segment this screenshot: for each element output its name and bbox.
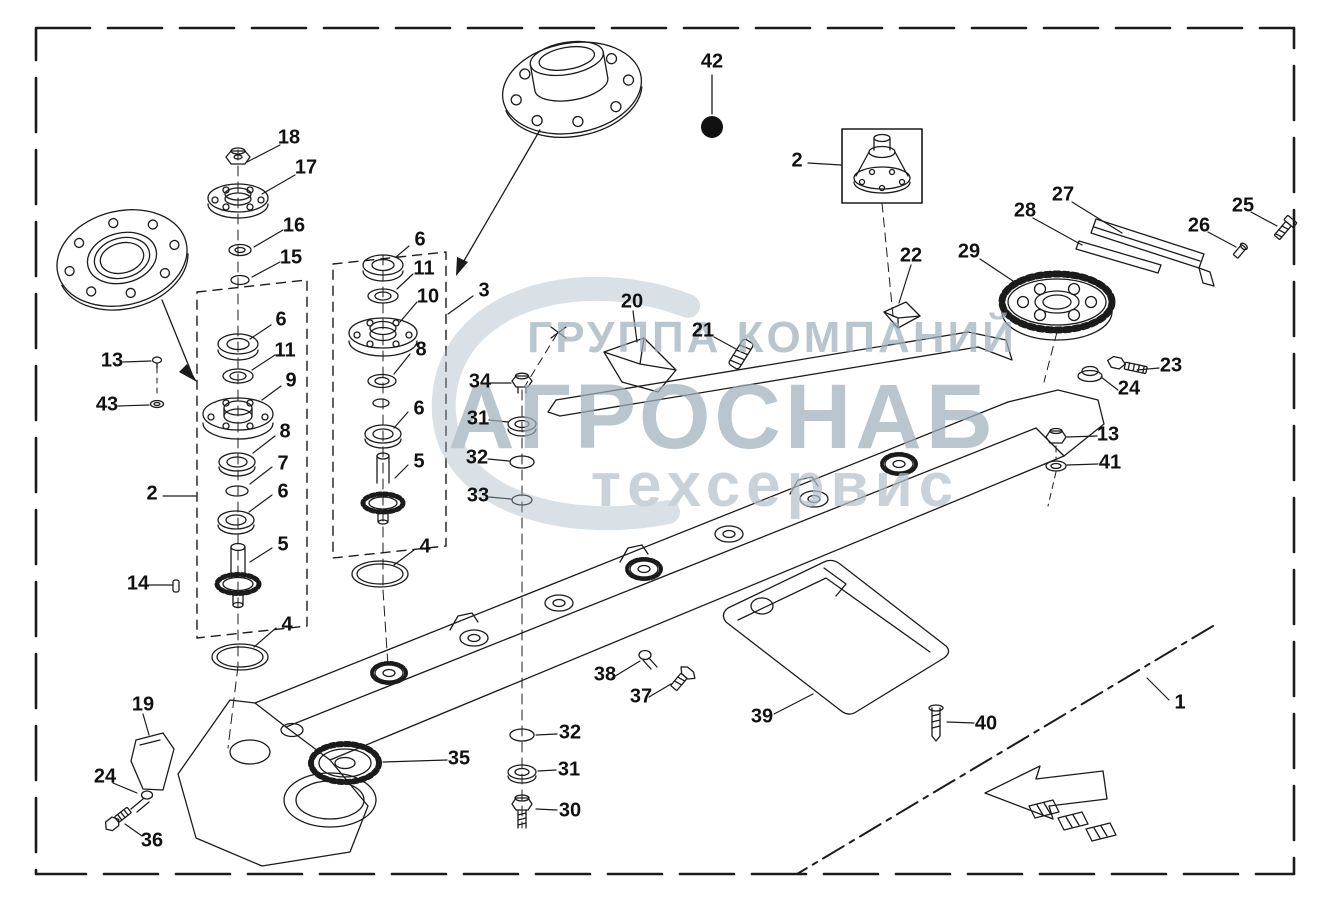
callout-2-top: 2	[791, 149, 803, 172]
callout-4-a: 4	[419, 535, 431, 558]
watermark-line1: ГРУППА КОМПАНИЙ	[527, 311, 1017, 362]
callout-15: 15	[279, 246, 303, 269]
callout-22: 22	[899, 244, 923, 267]
watermark-line2: АГРОСНАБ	[448, 366, 996, 468]
marker-dot-42	[701, 74, 723, 138]
callout-37: 37	[629, 685, 653, 708]
leader-lines	[112, 144, 1278, 837]
flange-plate-top-middle	[456, 40, 643, 276]
callout-23: 23	[1159, 354, 1183, 377]
callout-20: 20	[620, 290, 644, 313]
callout-33: 33	[466, 484, 490, 507]
callout-21: 21	[691, 319, 715, 342]
strips-27-28	[1075, 218, 1215, 287]
callout-4-b: 4	[281, 613, 293, 636]
callout-14: 14	[126, 572, 150, 595]
bolt-37	[670, 666, 696, 691]
callout-18: 18	[277, 126, 301, 149]
callout-29: 29	[957, 240, 981, 263]
cutter-bar-housing	[177, 389, 1105, 867]
callout-1: 1	[1174, 691, 1186, 714]
bell-housing-2	[841, 128, 923, 327]
callout-3: 3	[478, 279, 490, 302]
bolt-36	[104, 806, 132, 832]
stud-21	[728, 338, 754, 370]
callout-6-d: 6	[413, 397, 425, 420]
callout-19: 19	[131, 693, 155, 716]
watermark-swoosh	[431, 277, 700, 531]
nut-24-right	[1077, 365, 1103, 383]
screw-13-left	[149, 356, 165, 409]
flange-plate-top-left	[56, 209, 197, 382]
callout-2-left: 2	[146, 482, 158, 505]
callout-25: 25	[1231, 194, 1255, 217]
callout-31-b: 31	[557, 758, 581, 781]
dashed-box-left	[196, 279, 308, 639]
bolt-23	[1106, 355, 1148, 375]
callout-36: 36	[140, 829, 164, 852]
washer-41	[1045, 445, 1067, 507]
callout-13-left: 13	[100, 349, 124, 372]
nut-13-right	[1045, 427, 1067, 444]
callout-5-a: 5	[277, 533, 289, 556]
watermark: ГРУППА КОМПАНИЙ АГРОСНАБ техсервис	[431, 277, 1017, 531]
callout-7: 7	[277, 452, 289, 475]
callout-16: 16	[282, 214, 306, 237]
bolt-40	[928, 704, 944, 742]
screw-25	[1274, 214, 1298, 240]
callout-35: 35	[447, 747, 471, 770]
upper-frame-tube	[547, 331, 1013, 417]
callout-42: 42	[700, 50, 724, 73]
callout-17: 17	[294, 156, 318, 179]
watermark-line3: техсервис	[591, 451, 960, 520]
direction-arrow-marker	[984, 765, 1117, 842]
center-fastener-stack	[507, 326, 567, 829]
callout-5-b: 5	[413, 450, 425, 473]
cover-plate-39	[722, 559, 950, 715]
dashed-box-middle	[332, 251, 447, 559]
skid-19	[130, 732, 175, 791]
callout-8-b: 8	[415, 338, 427, 361]
callout-11-a: 11	[413, 257, 435, 280]
dashed-border	[34, 26, 1296, 876]
callout-31-a: 31	[466, 407, 490, 430]
middle-exploded-stack	[348, 254, 418, 667]
callout-24-left: 24	[93, 765, 117, 788]
callout-6-b: 6	[275, 308, 287, 331]
callout-41: 41	[1098, 451, 1122, 474]
callout-28: 28	[1013, 199, 1037, 222]
callout-39: 39	[750, 705, 774, 728]
left-exploded-stack	[172, 147, 274, 749]
screw-24-bottom-left	[130, 790, 154, 813]
section-line	[796, 625, 1214, 875]
callout-30: 30	[558, 799, 582, 822]
callout-11-b: 11	[274, 339, 296, 362]
callout-13-right: 13	[1096, 423, 1120, 446]
callout-6-a: 6	[414, 228, 426, 251]
callout-34: 34	[468, 370, 492, 393]
callout-32-b: 32	[558, 721, 582, 744]
callout-27: 27	[1051, 183, 1075, 206]
callout-40: 40	[974, 712, 998, 735]
gear-29-centerline	[1043, 331, 1058, 383]
callout-6-c: 6	[277, 480, 289, 503]
gear-29	[998, 270, 1116, 341]
screw-26	[1232, 242, 1248, 259]
callout-9: 9	[285, 369, 297, 392]
callout-43: 43	[95, 393, 119, 416]
callout-8-a: 8	[279, 420, 291, 443]
callout-26: 26	[1187, 214, 1211, 237]
screw-38	[638, 649, 658, 670]
callout-38: 38	[593, 663, 617, 686]
callout-32-a: 32	[465, 446, 489, 469]
callout-10: 10	[416, 285, 440, 308]
wedge-22	[883, 301, 921, 329]
callout-24-right: 24	[1117, 377, 1141, 400]
